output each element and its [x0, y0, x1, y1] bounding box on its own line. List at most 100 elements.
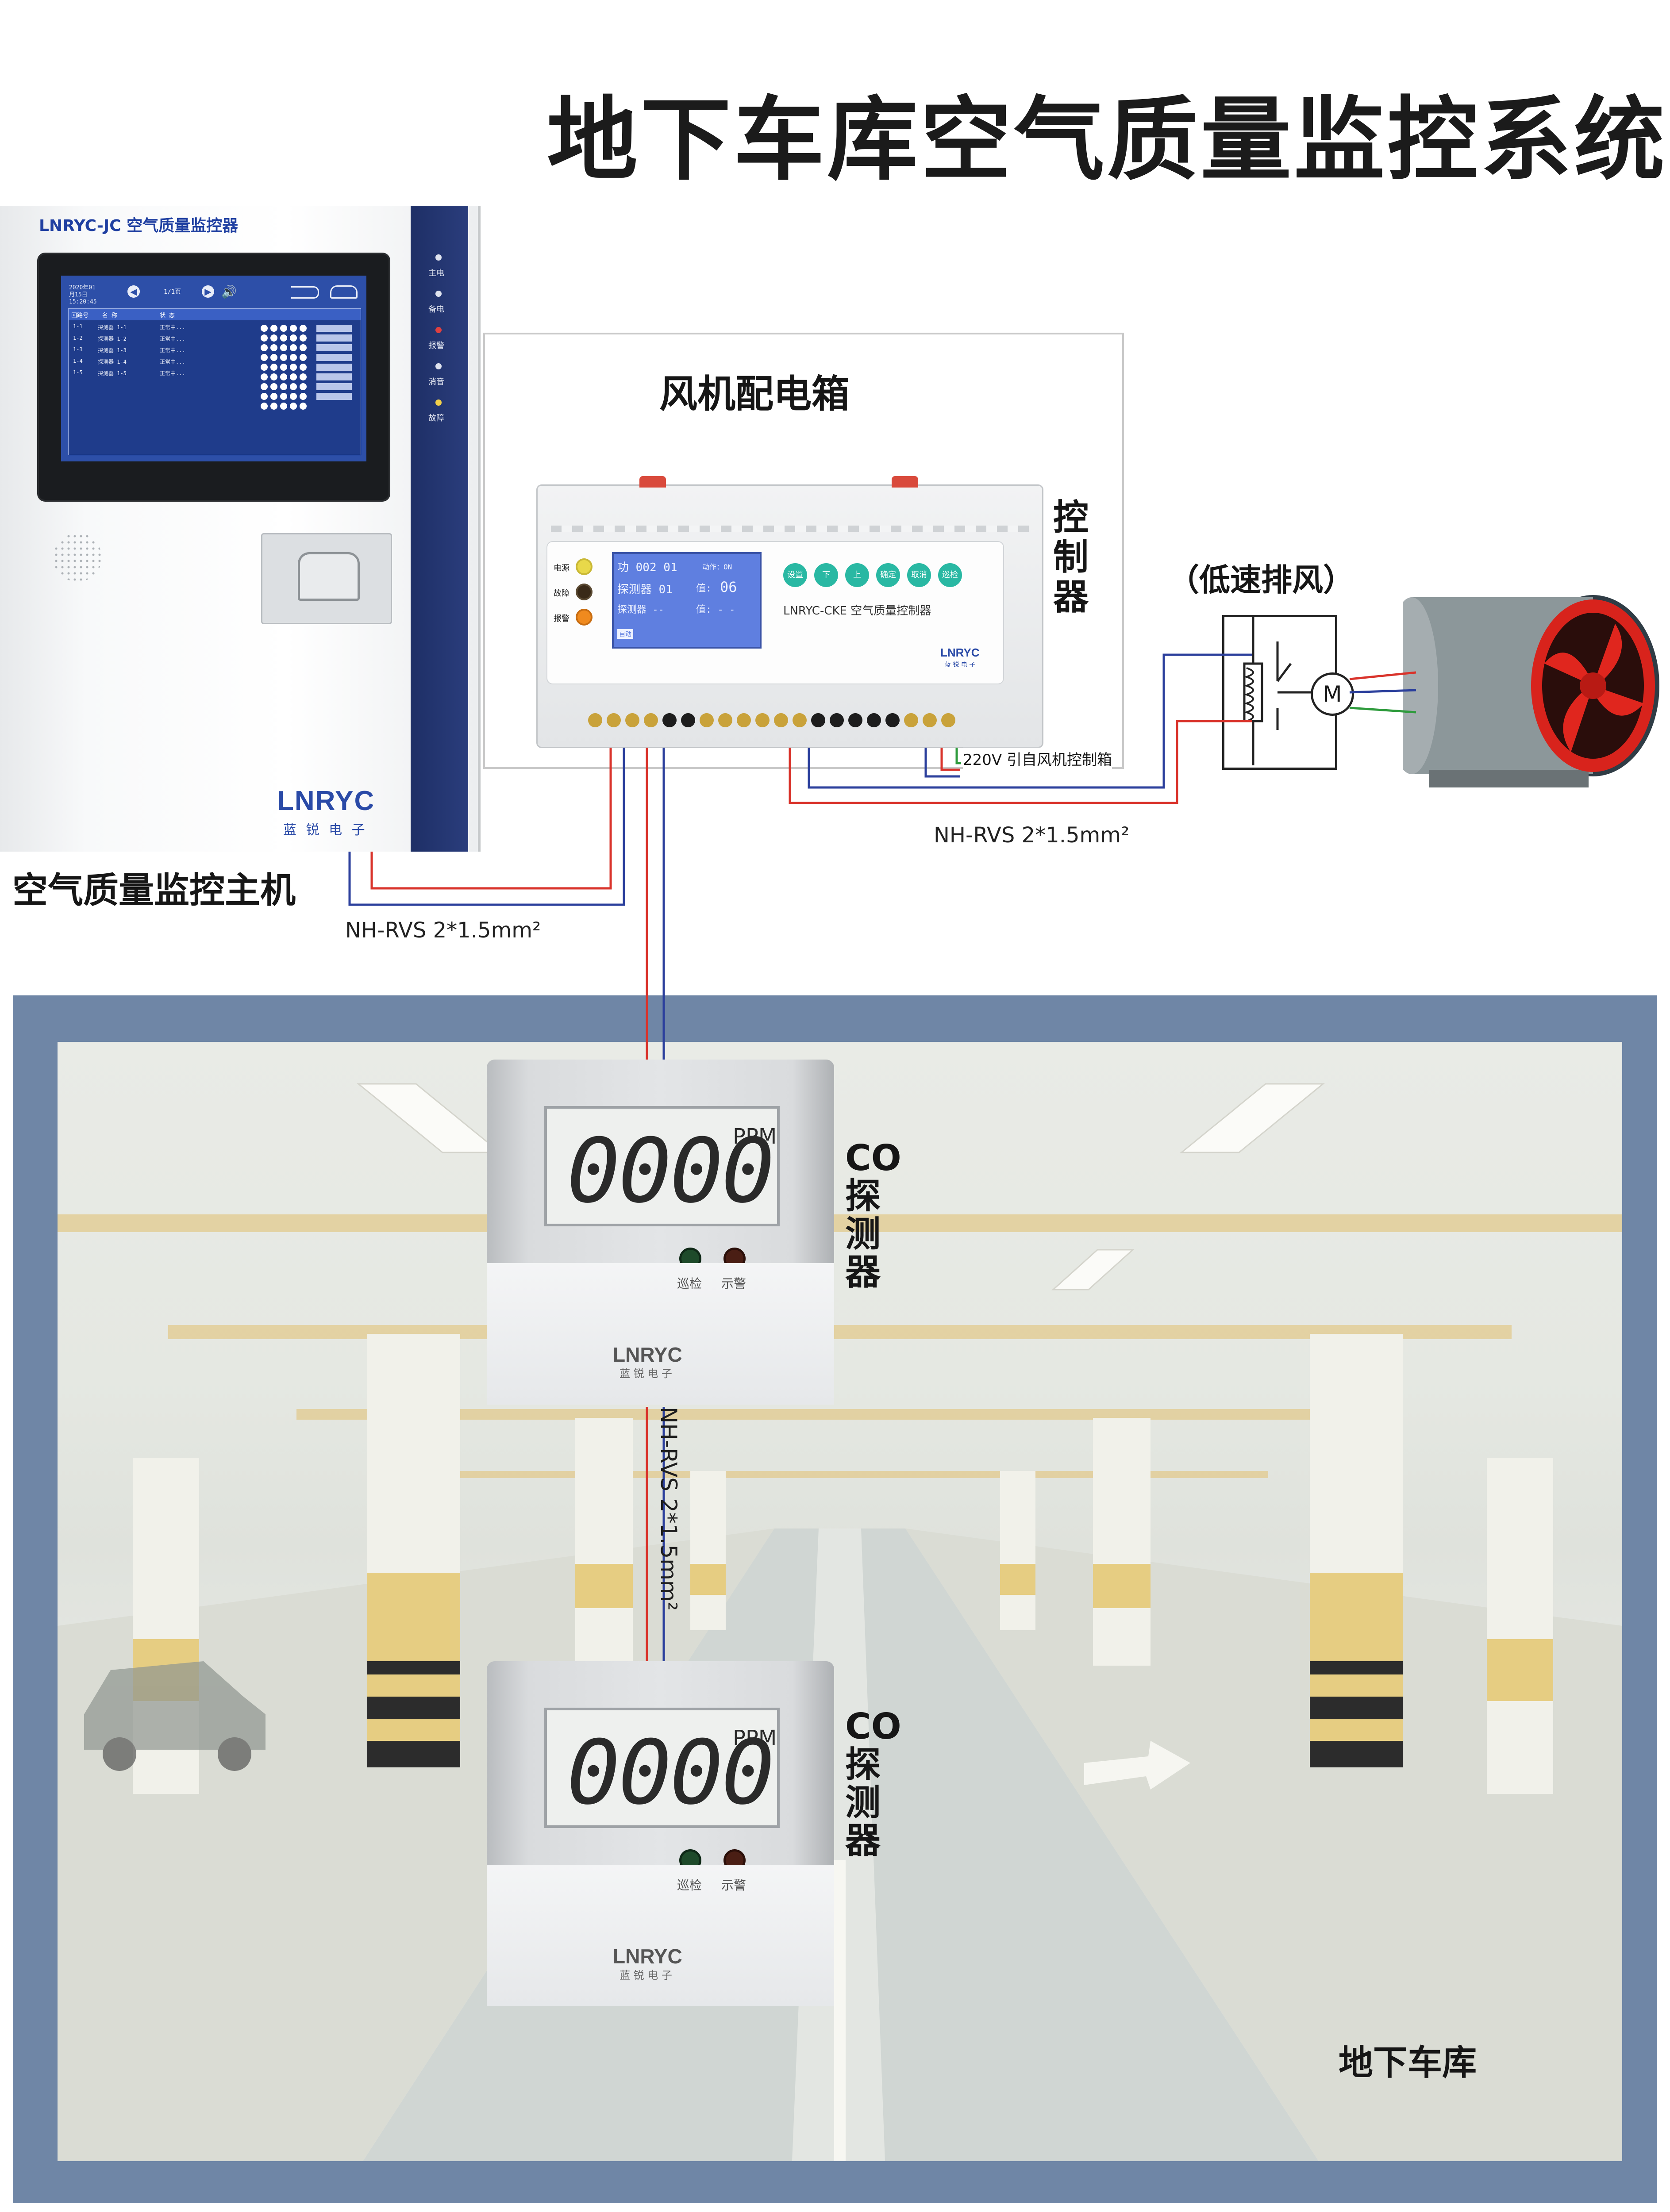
- detector-reading: 0000: [567, 1721, 775, 1824]
- relay-contact-diagram: [1243, 615, 1292, 765]
- printer-door-icon: [298, 552, 360, 601]
- back-arrow-icon[interactable]: ◀: [127, 285, 140, 298]
- logo: LNRYC: [277, 786, 375, 816]
- logo-subtitle: 蓝 锐 电 子: [620, 1969, 672, 1982]
- warning-led-label: 示警: [721, 1878, 746, 1893]
- din-clip-right: [892, 476, 918, 488]
- co-detector-label: CO 探 测 器: [845, 1137, 901, 1293]
- host-cabinet: LNRYC-JC 空气质量监控器 2020年01月15日 15:20:45 ◀ …: [0, 206, 481, 852]
- confirm-button[interactable]: 确定: [876, 563, 900, 587]
- logo-subtitle: 蓝 锐 电 子: [283, 822, 368, 838]
- row-name: 探测器 1-4: [98, 359, 127, 365]
- terminal-block: [588, 713, 955, 727]
- down-button[interactable]: 下: [814, 563, 838, 587]
- table-row[interactable]: 1-1 探测器 1-1 正常中...: [69, 322, 246, 332]
- host-screen-page: 1/1页: [164, 288, 181, 296]
- printer-slot[interactable]: [261, 533, 392, 624]
- cancel-button[interactable]: 取消: [907, 563, 931, 587]
- controller-lcd: 功 002 01 动作：ON 探测器 01 值: 06 探测器 -- 值: - …: [612, 552, 762, 649]
- set-button[interactable]: 设置: [783, 563, 807, 587]
- fan-box-label: 风机配电箱: [659, 372, 850, 416]
- led-indicator: [435, 399, 442, 406]
- detector-unit: PPM: [733, 1124, 777, 1149]
- garage-illustration: [58, 1083, 1622, 2161]
- fan-cable-spec: NH-RVS 2*1.5mm²: [934, 823, 1130, 848]
- return-icon[interactable]: [291, 286, 319, 299]
- garage-label: 地下车库: [1339, 2043, 1477, 2083]
- host-screen-col-2: 名 称: [102, 312, 117, 319]
- logo: LNRYC: [613, 1343, 682, 1366]
- row-status: 正常中...: [160, 336, 185, 342]
- patrol-led-label: 巡检: [677, 1878, 702, 1893]
- power-led: [577, 560, 591, 573]
- air-quality-controller: 电源 故障 报警 功 002 01 动作：ON 探测器 01 值: 06 探测器…: [536, 476, 1043, 748]
- detector-housing-bottom: [487, 1865, 834, 2006]
- motor-wire-green: [1349, 707, 1416, 714]
- led-indicator: [435, 363, 442, 369]
- detector-unit: PPM: [733, 1726, 777, 1751]
- led-label-backup-power: 备电: [428, 305, 444, 314]
- row-name: 探测器 1-5: [98, 370, 127, 376]
- table-row[interactable]: 1-2 探测器 1-2 正常中...: [69, 334, 246, 343]
- lcd-line2-a: 探测器 01: [617, 583, 673, 596]
- led-indicator: [435, 254, 442, 261]
- table-row[interactable]: 1-4 探测器 1-4 正常中...: [69, 357, 246, 366]
- controller-top-rail: [551, 526, 1029, 532]
- host-brand-header: LNRYC-JC 空气质量监控器: [39, 217, 239, 235]
- led-label-power: 电源: [554, 564, 569, 573]
- table-row[interactable]: 1-3 探测器 1-3 正常中...: [69, 345, 246, 355]
- table-row[interactable]: 1-5 探测器 1-5 正常中...: [69, 368, 246, 378]
- logo-subtitle: 蓝 锐 电 子: [945, 661, 976, 668]
- speaker-grille-icon: [53, 533, 102, 582]
- power-wire-blue: [924, 748, 960, 778]
- detector-cable-spec: NH-RVS 2*1.5mm²: [656, 1407, 681, 1611]
- row-loop: 1-1: [73, 323, 83, 330]
- up-button[interactable]: 上: [845, 563, 869, 587]
- detector-lcd: 0000 PPM: [544, 1708, 780, 1828]
- speaker-icon[interactable]: 🔊: [221, 284, 237, 299]
- host-screen-display: 2020年01月15日 15:20:45 ◀ 1/1页 ▶ 🔊 回路号 名 称 …: [61, 276, 366, 461]
- detector-lcd: 0000 PPM: [544, 1106, 780, 1226]
- power-source-label: 220V 引自风机控制箱: [963, 748, 1112, 769]
- row-loop: 1-2: [73, 335, 83, 341]
- host-screen-time: 2020年01月15日 15:20:45: [69, 284, 97, 305]
- row-status: 正常中...: [160, 359, 185, 365]
- forward-arrow-icon[interactable]: ▶: [202, 285, 214, 298]
- led-indicator: [435, 327, 442, 333]
- row-loop: 1-3: [73, 346, 83, 353]
- host-screen-table-header: 回路号 名 称 状 态: [69, 309, 361, 320]
- led-label-alarm: 报警: [428, 341, 444, 350]
- host-screen-col-3: 状 态: [160, 312, 175, 319]
- din-clip-left: [639, 476, 666, 488]
- host-wire-red: [370, 748, 612, 890]
- host-led-strip: 主电 备电 报警 消音 故障: [411, 206, 468, 852]
- fan-wire-red: [789, 720, 1252, 804]
- patrol-led-label: 巡检: [677, 1276, 702, 1291]
- host-screen-table: 回路号 名 称 状 态 1-1 探测器 1-1 正常中... 1-2 探测器 1…: [68, 308, 361, 455]
- lcd-line1-a: 功 002 01: [617, 561, 677, 574]
- led-label-fault: 故障: [554, 589, 569, 598]
- row-name: 探测器 1-2: [98, 336, 127, 342]
- row-status: 正常中...: [160, 347, 185, 353]
- led-label-silence: 消音: [428, 377, 444, 387]
- host-cable-spec: NH-RVS 2*1.5mm²: [345, 918, 541, 943]
- detector-housing-bottom: [487, 1263, 834, 1405]
- garage-scene: [58, 1042, 1622, 2161]
- logo-subtitle: 蓝 锐 电 子: [620, 1367, 672, 1380]
- axial-fan-icon: [1403, 595, 1659, 787]
- led-label-alarm: 报警: [554, 614, 569, 623]
- home-icon[interactable]: [330, 285, 358, 299]
- row-loop: 1-4: [73, 358, 83, 364]
- host-touchscreen[interactable]: 2020年01月15日 15:20:45 ◀ 1/1页 ▶ 🔊 回路号 名 称 …: [39, 254, 389, 500]
- row-name: 探测器 1-3: [98, 347, 127, 353]
- led-label-fault: 故障: [428, 414, 444, 423]
- logo: LNRYC: [613, 1945, 682, 1968]
- motor-wire-blue: [1349, 689, 1416, 694]
- fault-led: [577, 585, 591, 599]
- patrol-button[interactable]: 巡检: [938, 563, 962, 587]
- alarm-led: [577, 611, 591, 624]
- logo: LNRYC: [940, 646, 980, 659]
- power-wire-red: [940, 748, 960, 771]
- motor-symbol: M: [1311, 672, 1354, 716]
